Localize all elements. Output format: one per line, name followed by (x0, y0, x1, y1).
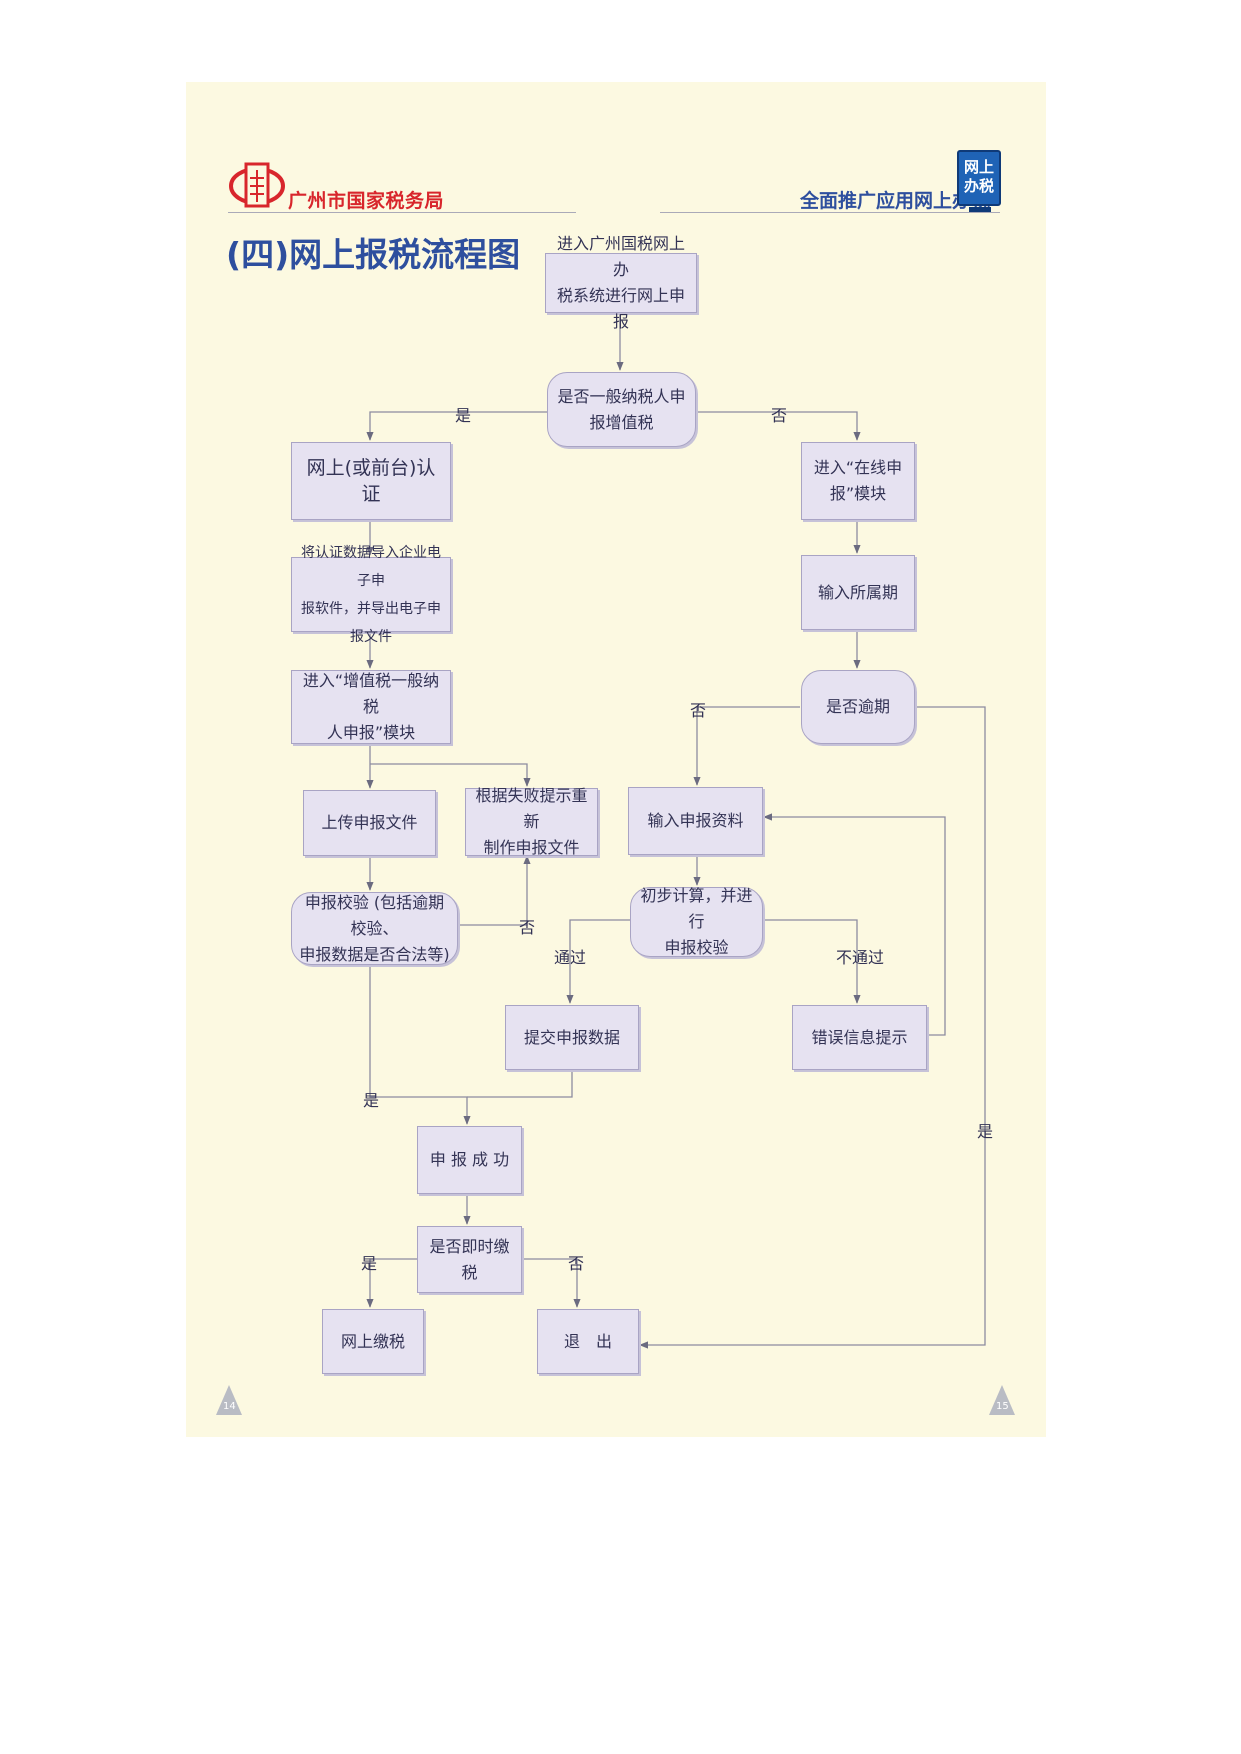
page-number-right-marker (989, 1385, 1015, 1415)
node-is-overdue: 是否逾期 (801, 670, 915, 744)
page-title: (四)网上报税流程图 (226, 235, 521, 274)
node-calc-validate: 初步计算，并进行 申报校验 (630, 886, 763, 957)
label-yes-general: 是 (455, 406, 472, 425)
node-enter-system: 进入广州国税网上办 税系统进行网上申报 (545, 234, 697, 331)
header-rule-left (228, 212, 576, 213)
link-submit-to-merge (467, 1070, 573, 1098)
node-pay-now: 是否即时缴税 (417, 1226, 522, 1293)
label-fail: 不通过 (836, 948, 885, 967)
link-calc-fail-to-error (764, 919, 861, 1004)
slogan: 全面推广应用网上办税 (800, 190, 991, 212)
badge-stand (969, 207, 991, 212)
label-no-pay: 否 (568, 1254, 585, 1273)
tax-bureau-logo (229, 162, 285, 208)
link-overdue-no-to-input (693, 706, 800, 786)
header-rule-right (660, 212, 1000, 213)
node-online-auth: 网上(或前台)认证 (291, 442, 451, 520)
link-calc-pass-to-submit (566, 919, 630, 1004)
page-number-left-marker (216, 1385, 242, 1415)
node-input-data: 输入申报资料 (628, 787, 763, 855)
label-no-general: 否 (771, 406, 788, 425)
page-number-left: 14 (223, 1401, 236, 1412)
node-online-module: 进入“在线申 报”模块 (801, 442, 915, 520)
node-is-general-taxpayer: 是否一般纳税人申 报增值税 (547, 372, 696, 447)
link-yes-to-auth (366, 411, 547, 441)
link-validate-yes-down (369, 965, 471, 1125)
node-input-period: 输入所属期 (801, 555, 915, 630)
link-branch-to-remake (370, 763, 531, 787)
link-error-back-to-input (763, 813, 946, 1036)
label-pass: 通过 (554, 948, 587, 967)
node-vat-module: 进入“增值税一般纳税 人申报”模块 (291, 670, 451, 744)
brand-name: 广州市国家税务局 (288, 190, 445, 212)
node-submit-data: 提交申报数据 (505, 1005, 639, 1070)
label-no-overdue: 否 (690, 701, 707, 720)
label-no-validate: 否 (519, 918, 536, 937)
node-upload-file: 上传申报文件 (303, 790, 436, 856)
node-remake-file: 根据失败提示重新 制作申报文件 (465, 786, 598, 857)
label-yes-validate: 是 (363, 1091, 380, 1110)
node-validate: 申报校验 (包括逾期校验、 申报数据是否合法等) (291, 892, 458, 965)
node-error-message: 错误信息提示 (792, 1005, 927, 1070)
node-success: 申 报 成 功 (417, 1126, 522, 1194)
node-exit: 退 出 (537, 1309, 639, 1374)
link-validate-no-to-remake (458, 855, 531, 926)
page-number-right: 15 (996, 1401, 1009, 1412)
node-import-data: 将认证数据导入企业电子申 报软件，并导出电子申报文件 (291, 545, 451, 645)
node-online-pay: 网上缴税 (322, 1309, 424, 1374)
online-tax-badge: 网上办税 (957, 150, 1001, 206)
badge-line-2: 办税 (963, 177, 994, 195)
badge-line-1: 网上 (963, 158, 994, 176)
label-yes-overdue: 是 (977, 1122, 994, 1141)
link-pay-yes-to-online (366, 1258, 417, 1308)
link-pay-no-to-exit (522, 1258, 581, 1308)
link-overdue-yes-to-exit (639, 706, 986, 1349)
link-no-to-online (696, 411, 861, 441)
label-yes-pay: 是 (361, 1254, 378, 1273)
